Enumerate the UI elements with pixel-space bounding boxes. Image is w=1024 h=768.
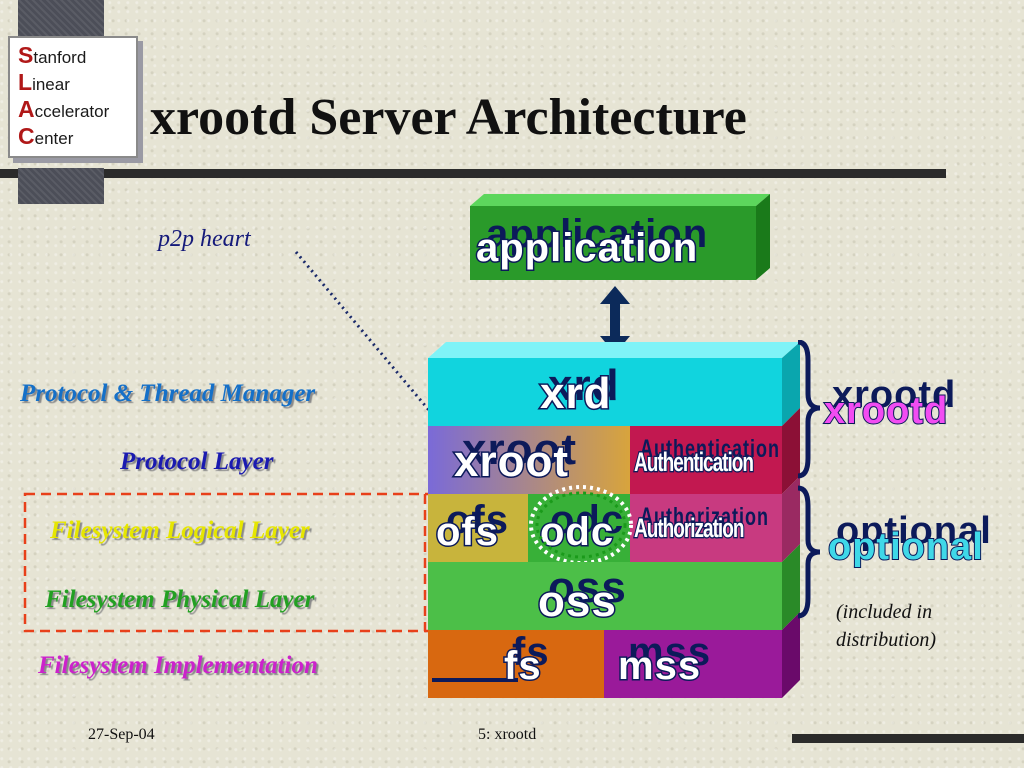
p2p-heart-highlight: [529, 485, 633, 565]
label-protocol-layer: Protocol Layer: [120, 448, 274, 475]
label-filesystem-implementation: Filesystem Implementation: [38, 652, 318, 679]
label-filesystem-physical-layer: Filesystem Physical Layer: [45, 586, 315, 613]
fs-shadow-text: fs: [512, 630, 550, 674]
optional-brace: [797, 485, 821, 619]
xrd-label: xrd: [538, 369, 612, 418]
optional-group-label: optional: [827, 526, 984, 568]
logo-line-3: Accelerator: [18, 96, 110, 122]
authentication-shadow-text: Authentication: [640, 434, 780, 463]
title-rule-left: [0, 169, 18, 178]
application-label: application: [474, 226, 699, 270]
title-rule: [104, 169, 946, 178]
oss-label: oss: [537, 577, 618, 626]
ofs-block: [428, 494, 528, 562]
fs-label: fs: [503, 644, 543, 688]
ofs-label: ofs: [435, 510, 500, 554]
xrd-block: [428, 358, 782, 426]
application-shadow-text: application: [486, 212, 709, 256]
slac-logo: Stanford Linear Accelerator Center: [8, 36, 138, 158]
group-braces: [797, 340, 821, 619]
oss-block: [428, 562, 782, 630]
logo-line-2: Linear: [18, 69, 70, 95]
application-block: [470, 194, 770, 280]
optional-group-shadow-text: optional: [836, 510, 992, 552]
authorization-shadow-text: Authorization: [640, 502, 769, 531]
footer-date: 27-Sep-04: [88, 726, 155, 743]
authorization-block: [630, 494, 782, 562]
xrd-shadow-text: xrd: [548, 361, 620, 410]
fs-underline: [432, 678, 518, 682]
xrootd-brace: [797, 340, 821, 479]
slide-title: xrootd Server Architecture: [150, 89, 747, 146]
logo-line-4: Center: [18, 123, 74, 149]
distribution-note: (included in distribution): [836, 601, 937, 651]
mss-block: [604, 630, 782, 698]
footer-rule: [792, 734, 1024, 743]
xroot-label: xroot: [453, 437, 570, 486]
odc-shadow-text: odc: [550, 498, 625, 542]
authentication-block: [630, 426, 782, 494]
xroot-shadow-text: xroot: [462, 425, 577, 474]
fs-block: [428, 630, 604, 698]
label-filesystem-logical-layer: Filesystem Logical Layer: [50, 517, 310, 544]
double-arrow-icon: [600, 286, 630, 354]
odc-label: odc: [538, 510, 615, 554]
label-protocol-thread-manager: Protocol & Thread Manager: [20, 380, 316, 407]
oss-shadow-text: oss: [548, 563, 627, 612]
stack-frame: [428, 342, 800, 698]
logo-line-1: Stanford: [18, 42, 87, 68]
authentication-label: Authentication: [633, 448, 755, 478]
p2p-heart-annotation: p2p heart: [158, 226, 251, 252]
xrootd-group-shadow-text: xrootd: [832, 374, 957, 416]
authorization-label: Authorization: [633, 514, 745, 544]
layer-group-box: [23, 492, 427, 633]
footer-slide-number: 5: xrootd: [478, 726, 537, 743]
ofs-shadow-text: ofs: [446, 498, 509, 542]
xrootd-group-label: xrootd: [823, 390, 949, 432]
xroot-block: [428, 426, 630, 494]
mss-shadow-text: mss: [628, 630, 712, 674]
mss-label: mss: [616, 644, 702, 688]
